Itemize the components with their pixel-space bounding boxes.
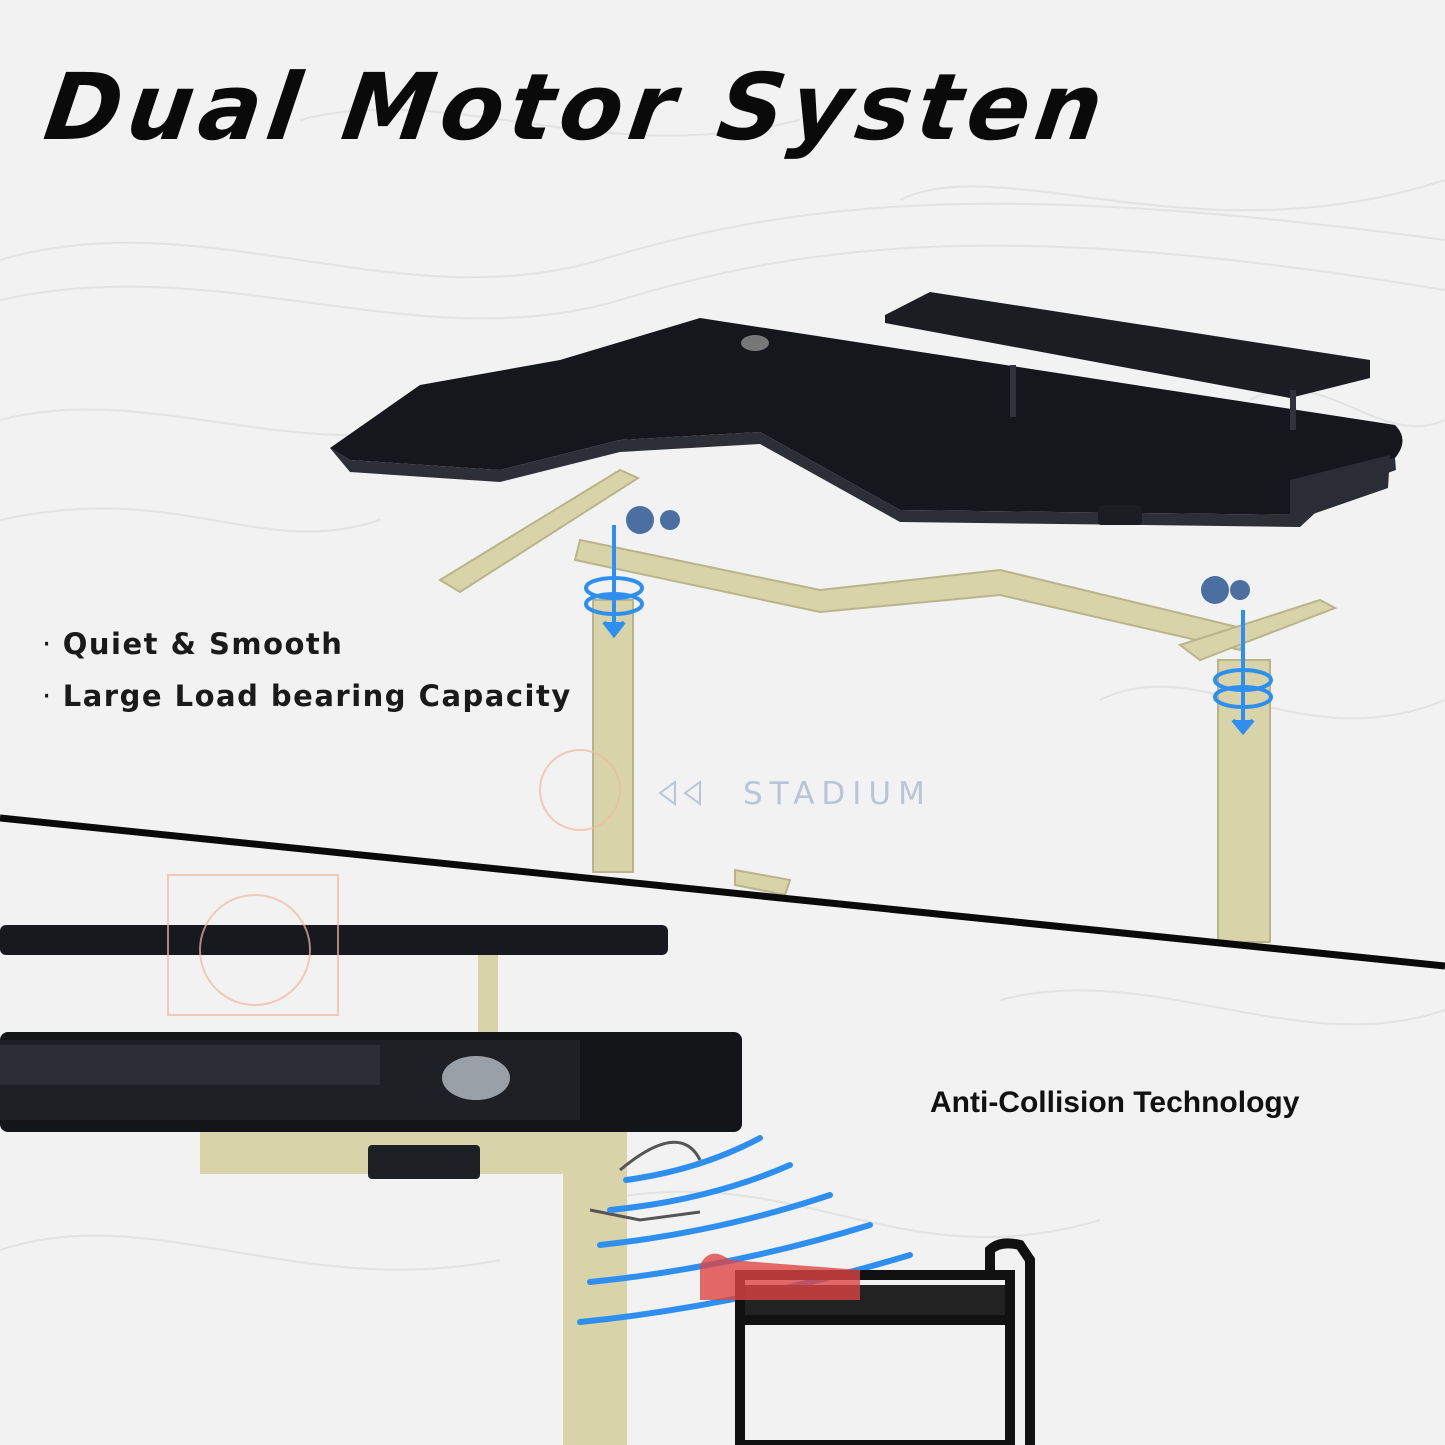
motor-indicator-left — [584, 525, 644, 639]
watermark-text: STADIUM — [743, 776, 932, 812]
feature-item-label: Large Load bearing Capacity — [62, 679, 572, 713]
watermark-arrows — [658, 780, 701, 806]
feature-list: ·Quiet & Smooth ·Large Load bearing Capa… — [42, 618, 572, 722]
motor-unit-left — [626, 506, 680, 534]
desk-frame-upper — [438, 468, 1338, 943]
desk-top-upper — [330, 292, 1403, 527]
desk-lower-closeup — [0, 925, 742, 1445]
motor-unit-right — [1201, 576, 1250, 604]
cart-basket — [700, 1253, 860, 1300]
secondary-feature-label: Anti-Collision Technology — [930, 1086, 1300, 1119]
section-divider — [0, 814, 1445, 970]
headline: Dual Motor Systen — [38, 54, 1116, 161]
feature-item-label: Quiet & Smooth — [62, 627, 344, 661]
storage-cart — [735, 1238, 1035, 1445]
motor-indicator-right — [1213, 610, 1273, 736]
feature-item: ·Large Load bearing Capacity — [42, 679, 572, 713]
feature-item: ·Quiet & Smooth — [42, 627, 344, 661]
decorative-crosshair — [167, 749, 621, 1016]
